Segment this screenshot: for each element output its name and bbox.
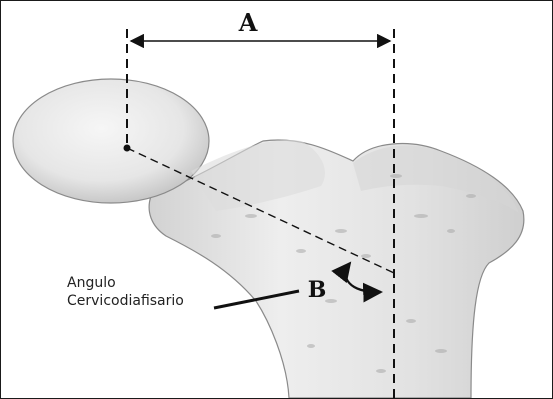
angle-label-b: B: [308, 277, 327, 303]
angle-caption-line-1: Angulo: [67, 274, 116, 292]
femoral-head: [13, 79, 209, 203]
distance-label-a: A: [238, 8, 258, 37]
head-center-point: [124, 145, 131, 152]
angle-caption-line-2: Cervicodiafisario: [67, 292, 184, 310]
femur-illustration: [13, 79, 524, 398]
